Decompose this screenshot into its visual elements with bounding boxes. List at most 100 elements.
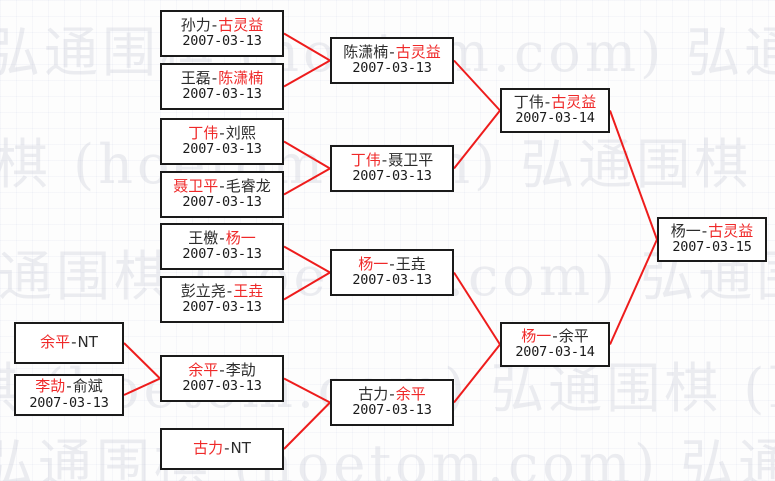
match-date: 2007-03-14 [515, 344, 595, 361]
match-players: 陈潇楠-古灵益 [343, 42, 441, 62]
match-date: 2007-03-13 [352, 60, 432, 77]
player-one-name: 王磊 [180, 68, 211, 87]
match-players: 李劼-俞斌 [35, 377, 103, 396]
match-box[interactable]: 余平-NT [14, 322, 124, 364]
player-two-name: 陈潇楠 [218, 68, 264, 87]
connector-line [283, 59, 331, 88]
player-separator: - [544, 92, 551, 111]
player-separator: - [211, 68, 218, 87]
player-separator: - [71, 333, 77, 352]
match-date: 2007-03-13 [352, 402, 432, 419]
match-players: 王磊-陈潇楠 [180, 68, 264, 88]
player-one-name: 陈潇楠 [343, 42, 389, 61]
connector-line [283, 401, 331, 450]
player-one-name: 丁伟 [513, 92, 544, 111]
player-separator: - [219, 228, 225, 247]
match-date: 2007-03-13 [182, 141, 262, 158]
player-two-name: 李劼 [225, 360, 256, 379]
player-one-name: 丁伟 [188, 123, 219, 142]
connector-line [123, 342, 161, 380]
connector-line [123, 377, 161, 396]
match-date: 2007-03-13 [182, 194, 262, 211]
player-one-name: 余平 [40, 333, 71, 352]
connector-line [283, 32, 331, 62]
match-date: 2007-03-13 [182, 33, 262, 50]
connector-line [453, 59, 501, 112]
match-date: 2007-03-13 [182, 246, 262, 263]
connector-line [453, 109, 501, 170]
connector-line [609, 239, 658, 345]
player-two-name: NT [230, 439, 251, 458]
player-two-name: 古灵益 [395, 42, 441, 61]
player-two-name: 俞斌 [72, 377, 103, 396]
player-separator: - [389, 254, 395, 273]
player-separator: - [66, 377, 72, 396]
player-two-name: 聂卫平 [388, 150, 434, 169]
connector-line [283, 271, 331, 301]
player-one-name: 杨一 [670, 221, 701, 240]
player-separator: - [219, 360, 225, 379]
match-date: 2007-03-13 [352, 168, 432, 185]
match-players: 古力-余平 [358, 384, 426, 404]
player-two-name: 古灵益 [708, 221, 754, 240]
match-players: 丁伟-聂卫平 [350, 150, 434, 170]
match-players: 余平-李劼 [188, 360, 256, 380]
player-one-name: 聂卫平 [173, 176, 219, 195]
player-two-name: NT [77, 333, 98, 352]
player-two-name: 余平 [558, 326, 589, 345]
player-separator: - [224, 439, 230, 458]
player-two-name: 毛睿龙 [225, 176, 271, 195]
player-separator: - [381, 150, 388, 169]
match-date: 2007-03-14 [515, 110, 595, 127]
player-two-name: 刘熙 [225, 123, 256, 142]
match-box[interactable]: 古力-NT [160, 428, 284, 470]
player-separator: - [226, 281, 233, 300]
match-players: 聂卫平-毛睿龙 [173, 176, 271, 196]
match-players: 古力-NT [193, 439, 251, 458]
player-one-name: 丁伟 [350, 150, 381, 169]
connector-line [283, 140, 331, 170]
player-separator: - [701, 221, 708, 240]
match-date: 2007-03-13 [182, 299, 262, 316]
player-separator: - [389, 42, 395, 61]
player-separator: - [219, 123, 225, 142]
player-two-name: 古灵益 [218, 15, 264, 34]
connector-line [283, 245, 331, 274]
connector-line [283, 377, 331, 404]
player-separator: - [389, 384, 395, 403]
player-two-name: 杨一 [225, 228, 256, 247]
player-one-name: 李劼 [35, 377, 66, 396]
connector-line [609, 110, 658, 240]
player-one-name: 杨一 [358, 254, 389, 273]
player-one-name: 杨一 [521, 326, 552, 345]
match-players: 丁伟-古灵益 [513, 92, 596, 112]
player-one-name: 彭立尧 [180, 281, 226, 300]
match-players: 余平-NT [40, 333, 98, 352]
player-one-name: 古力 [358, 384, 389, 403]
player-two-name: 王垚 [233, 281, 264, 300]
player-one-name: 余平 [188, 360, 219, 379]
match-date: 2007-03-13 [29, 394, 109, 411]
connector-line [283, 167, 331, 196]
player-two-name: 余平 [395, 384, 426, 403]
player-two-name: 王垚 [395, 254, 426, 273]
player-one-name: 古力 [193, 439, 224, 458]
watermark-text: 弘通围棋 (hoetom.com) 弘通围棋 (hoetom.com) [0, 433, 775, 481]
match-date: 2007-03-13 [352, 272, 432, 289]
